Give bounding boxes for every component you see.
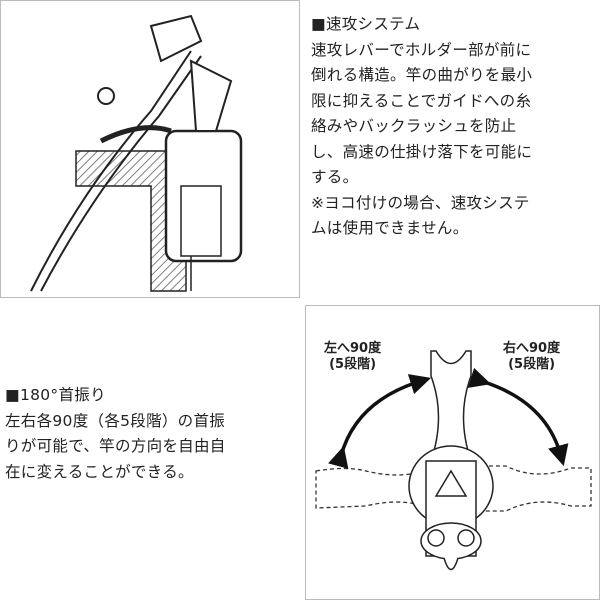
right-rotation-steps: (5段階) <box>508 357 556 372</box>
description-line: し、高速の仕掛け落下を可能に <box>311 142 533 161</box>
quick-system-description: ■速攻システム 速攻レバーでホルダー部が前に 倒れる構造。竿の曲がりを最小 限に… <box>311 12 532 242</box>
description-line: 左右各90度（各5段階）の首振 <box>5 411 226 430</box>
description-line: 在に変えることができる。 <box>5 462 194 481</box>
right-rotation-label: 右へ90度 (5段階) <box>503 341 560 373</box>
left-rotation-label: 左へ90度 (5段階) <box>324 341 381 373</box>
quick-system-heading: ■速攻システム <box>311 15 421 33</box>
left-rotation-steps: (5段階) <box>329 357 377 372</box>
swivel-description: ■180°首振り 左右各90度（各5段階）の首振 りが可能で、竿の方向を自由自 … <box>5 383 226 485</box>
description-line: 倒れる構造。竿の曲がりを最小 <box>311 66 533 84</box>
quick-system-illustration <box>0 0 300 298</box>
description-line: する。 <box>311 168 359 186</box>
description-line: りが可能で、竿の方向を自由自 <box>5 437 226 455</box>
note-line: ムは使用できません。 <box>311 219 469 237</box>
swivel-heading: ■180°首振り <box>5 386 106 404</box>
description-line: 絡みやバックラッシュを防止 <box>311 117 517 135</box>
swivel-drawing <box>315 350 592 571</box>
swivel-illustration: 左へ90度 (5段階) 右へ90度 (5段階) <box>305 305 600 600</box>
left-rotation-text: 左へ90度 <box>324 341 382 356</box>
description-line: 速攻レバーでホルダー部が前に <box>311 40 532 59</box>
right-rotation-text: 右へ90度 <box>503 341 561 356</box>
note-line: ※ヨコ付けの場合、速攻システ <box>311 193 530 212</box>
rod-holder-drawing <box>30 14 243 292</box>
description-line: 限に抑えることでガイドへの糸 <box>311 91 532 110</box>
